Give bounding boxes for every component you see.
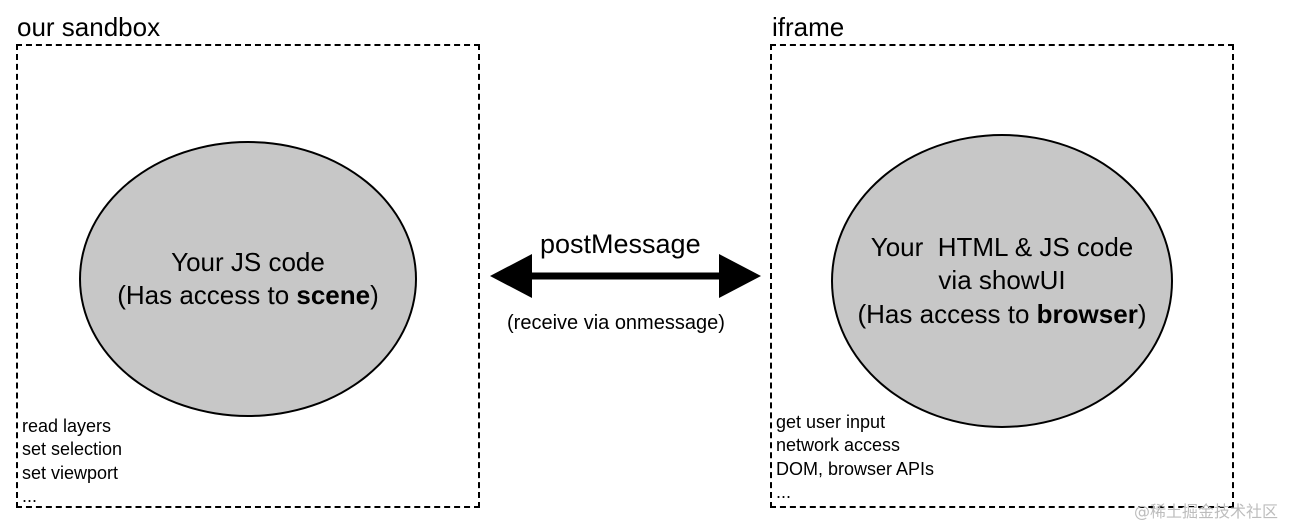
- sandbox-circle-line2-prefix: (Has access to: [117, 280, 297, 310]
- iframe-circle-line3-prefix: (Has access to: [857, 298, 1037, 329]
- sandbox-capability-item: set viewport: [22, 462, 119, 483]
- arrow-head-left: [490, 254, 532, 298]
- watermark: @稀土掘金技术社区: [1133, 502, 1278, 521]
- sandbox-circle-line2-suffix: ): [370, 280, 379, 310]
- iframe-capability-item: network access: [776, 435, 901, 456]
- iframe-box: [770, 44, 1234, 508]
- sandbox-circle-line2: (Has access to scene): [117, 279, 379, 312]
- sandbox-circle-text: Your JS code (Has access to scene): [117, 246, 379, 313]
- iframe-capability-item: get user input: [776, 412, 886, 432]
- iframe-capabilities: get user input network access DOM, brows…: [776, 411, 934, 505]
- iframe-circle-line3-bold: browser: [1036, 298, 1138, 329]
- sandbox-circle: Your JS code (Has access to scene): [79, 141, 417, 417]
- sandbox-capability-item: set selection: [22, 439, 123, 460]
- sandbox-capability-item: ...: [22, 486, 38, 507]
- connector-sublabel: (receive via onmessage): [507, 312, 725, 334]
- iframe-capability-item: DOM, browser APIs: [776, 458, 935, 479]
- sandbox-title: our sandbox: [17, 12, 161, 42]
- connector-label: postMessage: [540, 229, 701, 259]
- sandbox-capability-item: read layers: [22, 416, 112, 436]
- sandbox-circle-line2-bold: scene: [296, 280, 371, 310]
- arrow-head-right: [719, 254, 761, 298]
- iframe-circle: Your HTML & JS code via showUI (Has acce…: [831, 134, 1173, 428]
- sandbox-box: [16, 44, 480, 508]
- iframe-circle-line3: (Has access to browser): [858, 298, 1147, 331]
- iframe-capability-item: ...: [776, 482, 792, 503]
- iframe-circle-line3-suffix: ): [1137, 298, 1147, 329]
- sandbox-capabilities: read layers set selection set viewport .…: [22, 415, 122, 509]
- iframe-title: iframe: [772, 12, 845, 42]
- iframe-circle-text: Your HTML & JS code via showUI (Has acce…: [858, 231, 1147, 331]
- iframe-circle-line2: via showUI: [938, 265, 1066, 296]
- iframe-circle-line1: Your HTML & JS code: [870, 232, 1134, 263]
- sandbox-circle-line1: Your JS code: [171, 246, 325, 277]
